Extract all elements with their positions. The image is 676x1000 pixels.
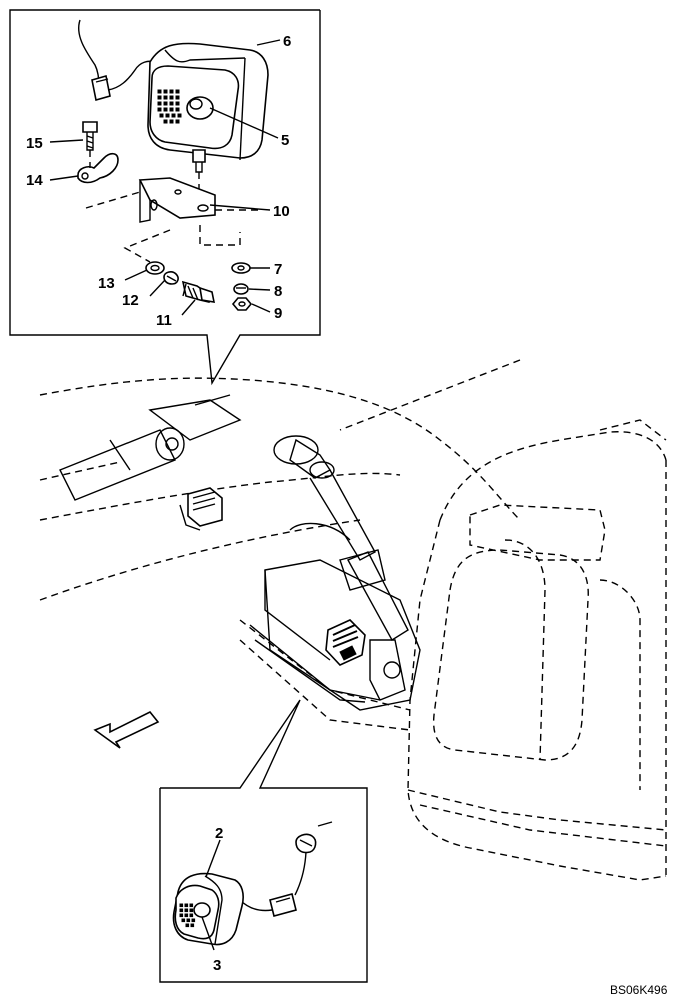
frame-lamp-housing: [325, 619, 366, 666]
callout-12: 12: [122, 292, 139, 309]
callout-6: 6: [283, 33, 291, 50]
boom-lamp-housing: [179, 487, 223, 531]
reference-code: BS06K496: [610, 983, 668, 997]
machine-outline: [39, 359, 667, 881]
callout-8: 8: [274, 283, 282, 300]
washers-bolt-left: [123, 229, 216, 303]
bolt-and-clamp: [77, 121, 260, 211]
leader-lines-top: [49, 39, 281, 316]
callout-13: 13: [98, 275, 115, 292]
callout-11: 11: [156, 312, 172, 329]
travel-light: [172, 821, 333, 946]
work-light: [78, 19, 269, 200]
boom-cylinder: [59, 394, 242, 501]
lower-frame: [249, 522, 421, 711]
washers-nuts-right: [199, 225, 253, 311]
detail-box-travel-light: [159, 699, 368, 983]
callout-7: 7: [274, 261, 282, 278]
callout-2: 2: [215, 825, 223, 842]
front-direction-arrow-icon: [93, 710, 160, 749]
callouts-bottom: 2 3: [213, 825, 223, 974]
callout-9: 9: [274, 305, 282, 322]
callout-5: 5: [281, 132, 289, 149]
callout-15: 15: [26, 135, 43, 152]
callout-14: 14: [26, 172, 43, 189]
leader-lines-bottom: [201, 839, 221, 951]
arm-cylinder: [273, 435, 409, 701]
detail-box-work-light: [9, 9, 321, 386]
callouts-top: 6 5 10 7 8 9 11 12 13 14 15: [26, 33, 291, 329]
callout-10: 10: [273, 203, 290, 220]
bracket: [138, 177, 216, 223]
callout-3: 3: [213, 957, 221, 974]
